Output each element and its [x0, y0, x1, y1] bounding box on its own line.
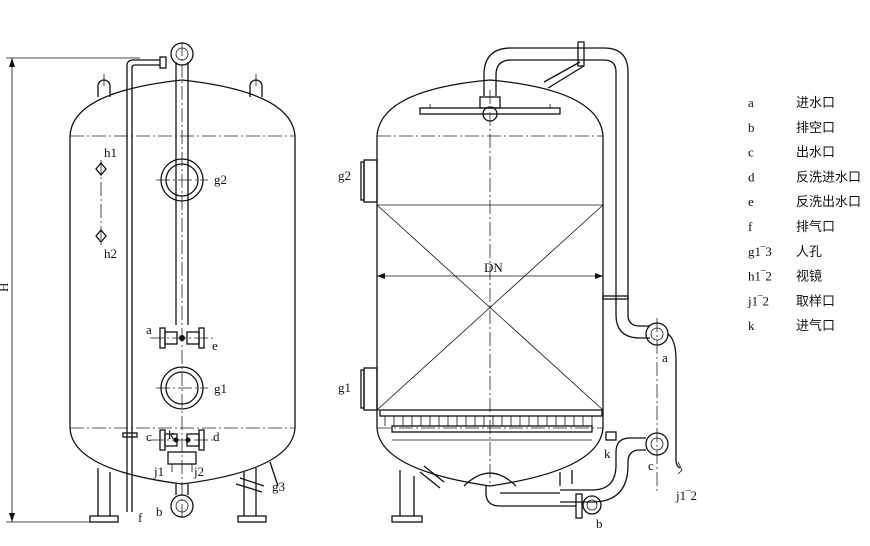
- legend-name: 进水口: [796, 96, 835, 111]
- side-label-b: b: [596, 516, 603, 531]
- side-label-k: k: [604, 446, 611, 461]
- front-view-labels: h1 h2 g2 a e g1 c k d j1 j2 g3 f b H: [0, 145, 285, 525]
- front-view-vessel: [6, 42, 296, 523]
- label-e: e: [212, 338, 218, 353]
- label-a: a: [146, 322, 152, 337]
- inlet-pipe-a: [483, 41, 669, 492]
- side-view-vessel: [360, 41, 683, 523]
- vent-pipe-f: [126, 56, 167, 512]
- side-supports: [391, 465, 573, 523]
- label-f: f: [138, 510, 143, 525]
- front-shell: [69, 79, 296, 485]
- side-view-labels: g2 g1 a k c b j1‾2 DN: [338, 168, 697, 531]
- legend-code: g1‾3: [748, 244, 772, 259]
- filter-bed: [376, 90, 604, 486]
- side-label-c: c: [648, 458, 654, 473]
- label-j1: j1: [153, 464, 164, 479]
- legend-name: 排空口: [796, 121, 835, 136]
- label-h2: h2: [104, 246, 117, 261]
- legend-code: d: [748, 169, 755, 184]
- side-label-g2: g2: [338, 168, 351, 183]
- legend-name: 视镜: [796, 270, 822, 285]
- side-label-g1: g1: [338, 380, 351, 395]
- manhole-g1: [156, 366, 208, 410]
- legend-code: c: [748, 145, 754, 160]
- nozzles-c-d: [122, 429, 214, 451]
- center-pipe: [170, 42, 194, 520]
- label-j2: j2: [193, 464, 204, 479]
- legend-name: 反洗出水口: [796, 195, 861, 210]
- label-g3: g3: [272, 479, 285, 494]
- sampling-ports-j: [167, 451, 197, 472]
- outlet-pipe-c: [485, 431, 669, 519]
- legend-code: f: [748, 219, 753, 234]
- sight-glasses-h: [95, 160, 107, 245]
- legend-code: k: [748, 318, 755, 333]
- legend-code: b: [748, 120, 755, 135]
- label-dn: DN: [484, 260, 503, 275]
- manhole-g2: [156, 158, 208, 202]
- label-h1: h1: [104, 145, 117, 160]
- label-k: k: [168, 427, 175, 442]
- legend-name: 出水口: [796, 146, 835, 161]
- side-label-j12: j1‾2: [675, 488, 697, 503]
- legend-code: e: [748, 194, 754, 209]
- height-dimension: [6, 57, 140, 523]
- legend-name: 反洗进水口: [796, 170, 861, 185]
- legend-code: a: [748, 95, 754, 110]
- label-g1: g1: [214, 381, 227, 396]
- label-b: b: [156, 504, 163, 519]
- legend-code: j1‾2: [747, 293, 769, 308]
- legend-name: 排气口: [796, 219, 835, 235]
- sampling-line: [667, 333, 683, 475]
- legend: a 进水口 b 排空口 c 出水口 d 反洗进水口 e 反洗出水口 f 排气口 g1‾3 人孔 h1‾2 视镜…: [747, 95, 861, 334]
- legend-name: 进气口: [796, 318, 835, 334]
- nozzles-a-e: [150, 327, 214, 349]
- support-legs: [89, 461, 279, 523]
- legend-name: 人孔: [796, 245, 822, 260]
- side-manhole-g1: [360, 367, 378, 411]
- side-manhole-g2: [360, 159, 378, 203]
- label-H: H: [0, 283, 11, 292]
- label-c: c: [146, 429, 152, 444]
- lifting-lugs: [97, 74, 263, 97]
- legend-name: 取样口: [796, 294, 835, 309]
- side-label-a: a: [662, 350, 668, 365]
- legend-code: h1‾2: [748, 269, 772, 284]
- label-d: d: [213, 429, 220, 444]
- bottom-drain-b: [170, 484, 194, 518]
- label-g2: g2: [214, 172, 227, 187]
- nozzle-plate: [379, 409, 603, 441]
